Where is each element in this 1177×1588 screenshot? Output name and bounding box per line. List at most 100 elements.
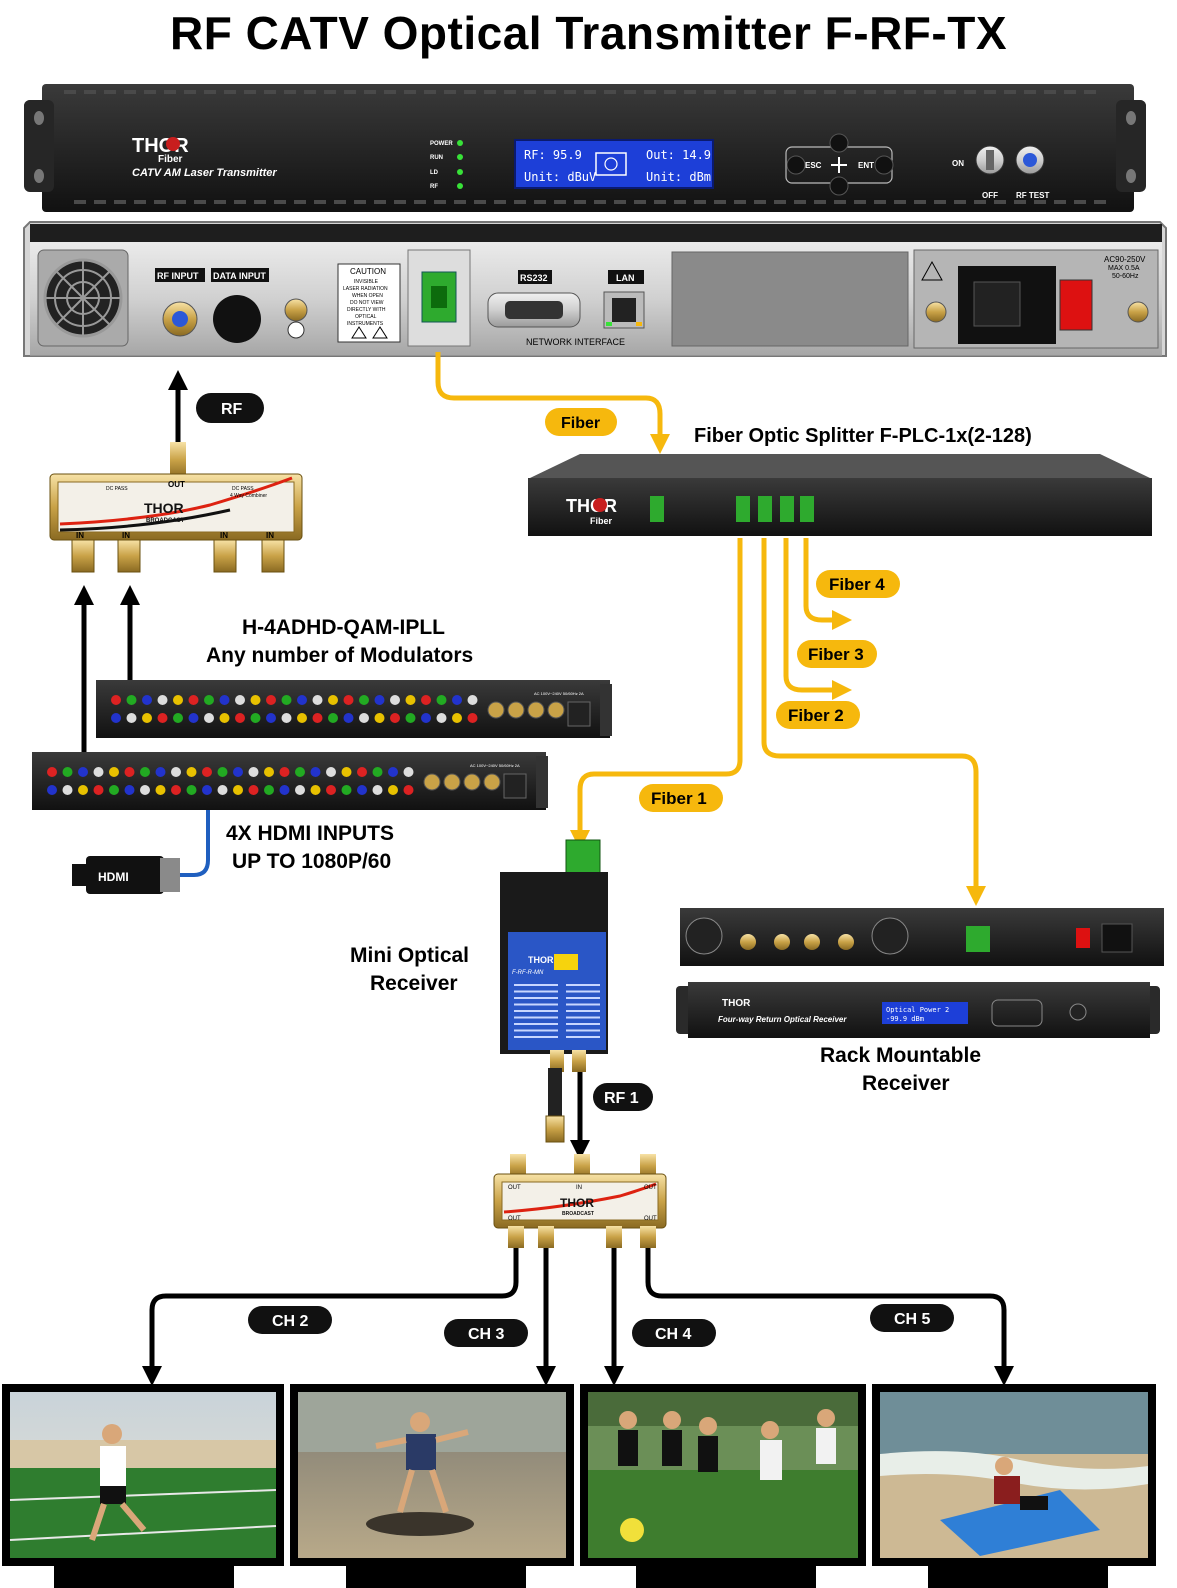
splitter-output-port[interactable] (736, 496, 750, 522)
av-jack[interactable] (78, 767, 88, 777)
av-jack[interactable] (328, 695, 338, 705)
av-jack[interactable] (124, 785, 135, 795)
av-jack[interactable] (264, 767, 274, 777)
splitter-output-port[interactable] (800, 496, 814, 522)
rf-jack[interactable] (423, 773, 441, 791)
av-jack[interactable] (235, 695, 245, 705)
av-jack[interactable] (295, 767, 305, 777)
av-jack[interactable] (403, 767, 414, 777)
optical-output-port[interactable] (407, 249, 471, 347)
receiver-optical-port[interactable] (565, 839, 601, 875)
av-jack[interactable] (374, 713, 385, 723)
av-jack[interactable] (312, 713, 323, 723)
av-jack[interactable] (343, 695, 354, 705)
rack-receiver-port[interactable] (1069, 1003, 1087, 1021)
av-jack[interactable] (390, 713, 400, 723)
esc-button[interactable] (786, 155, 806, 175)
av-jack[interactable] (186, 785, 197, 795)
combiner-in-port[interactable] (71, 539, 95, 573)
av-jack[interactable] (341, 785, 352, 795)
av-jack[interactable] (326, 767, 336, 777)
av-jack[interactable] (233, 785, 243, 795)
av-jack[interactable] (186, 767, 197, 777)
av-jack[interactable] (204, 713, 214, 723)
av-jack[interactable] (155, 767, 166, 777)
av-jack[interactable] (357, 785, 367, 795)
av-jack[interactable] (235, 713, 245, 723)
av-jack[interactable] (62, 767, 73, 777)
av-jack[interactable] (359, 713, 369, 723)
av-jack[interactable] (126, 695, 137, 705)
av-jack[interactable] (467, 695, 478, 705)
av-jack[interactable] (173, 695, 183, 705)
av-jack[interactable] (142, 713, 152, 723)
av-jack[interactable] (467, 713, 478, 723)
av-jack[interactable] (295, 785, 305, 795)
av-jack[interactable] (250, 695, 261, 705)
power-switch[interactable] (1059, 279, 1093, 331)
av-jack[interactable] (126, 713, 137, 723)
rf-splitter-out-port[interactable] (606, 1226, 622, 1248)
av-jack[interactable] (217, 767, 228, 777)
av-jack[interactable] (93, 767, 104, 777)
av-jack[interactable] (124, 767, 135, 777)
av-jack[interactable] (266, 713, 276, 723)
av-jack[interactable] (111, 695, 121, 705)
av-jack[interactable] (421, 713, 431, 723)
av-jack[interactable] (155, 785, 166, 795)
ent-button[interactable] (874, 155, 894, 175)
av-jack[interactable] (436, 695, 447, 705)
splitter-input-port[interactable] (650, 496, 664, 522)
rs232-port[interactable] (487, 292, 581, 328)
av-jack[interactable] (266, 695, 276, 705)
av-jack[interactable] (173, 713, 183, 723)
ground-terminal[interactable] (284, 298, 308, 322)
rack-receiver-keypad[interactable] (991, 999, 1043, 1027)
av-jack[interactable] (264, 785, 274, 795)
combiner-in-port[interactable] (261, 539, 285, 573)
lan-port[interactable] (603, 291, 645, 329)
av-jack[interactable] (390, 695, 400, 705)
av-jack[interactable] (47, 767, 57, 777)
av-jack[interactable] (343, 713, 354, 723)
combiner-out-port[interactable] (170, 442, 186, 478)
av-jack[interactable] (372, 785, 383, 795)
av-jack[interactable] (388, 767, 398, 777)
av-jack[interactable] (326, 785, 336, 795)
av-jack[interactable] (250, 713, 261, 723)
rf-splitter-out-port[interactable] (538, 1226, 554, 1248)
rf-jack[interactable] (487, 701, 505, 719)
av-jack[interactable] (204, 695, 214, 705)
rf-jack[interactable] (463, 773, 481, 791)
av-jack[interactable] (217, 785, 228, 795)
av-jack[interactable] (421, 695, 431, 705)
av-jack[interactable] (297, 695, 307, 705)
av-jack[interactable] (78, 785, 88, 795)
rf-jack[interactable] (507, 701, 525, 719)
av-jack[interactable] (111, 713, 121, 723)
av-jack[interactable] (109, 785, 119, 795)
av-jack[interactable] (142, 695, 152, 705)
av-jack[interactable] (405, 695, 416, 705)
rf-jack[interactable] (483, 773, 501, 791)
av-jack[interactable] (405, 713, 416, 723)
rf-jack[interactable] (547, 701, 565, 719)
rf-splitter-out-port[interactable] (508, 1226, 524, 1248)
av-jack[interactable] (310, 767, 321, 777)
rack-receiver-optical-port[interactable] (966, 926, 990, 952)
av-jack[interactable] (188, 713, 199, 723)
av-jack[interactable] (248, 767, 259, 777)
av-jack[interactable] (62, 785, 73, 795)
av-jack[interactable] (109, 767, 119, 777)
av-jack[interactable] (312, 695, 323, 705)
av-jack[interactable] (452, 713, 462, 723)
av-jack[interactable] (341, 767, 352, 777)
av-jack[interactable] (171, 785, 181, 795)
av-jack[interactable] (328, 713, 338, 723)
av-jack[interactable] (140, 785, 150, 795)
av-jack[interactable] (310, 785, 321, 795)
av-jack[interactable] (219, 713, 230, 723)
av-jack[interactable] (157, 695, 168, 705)
av-jack[interactable] (47, 785, 57, 795)
combiner-in-port[interactable] (213, 539, 237, 573)
